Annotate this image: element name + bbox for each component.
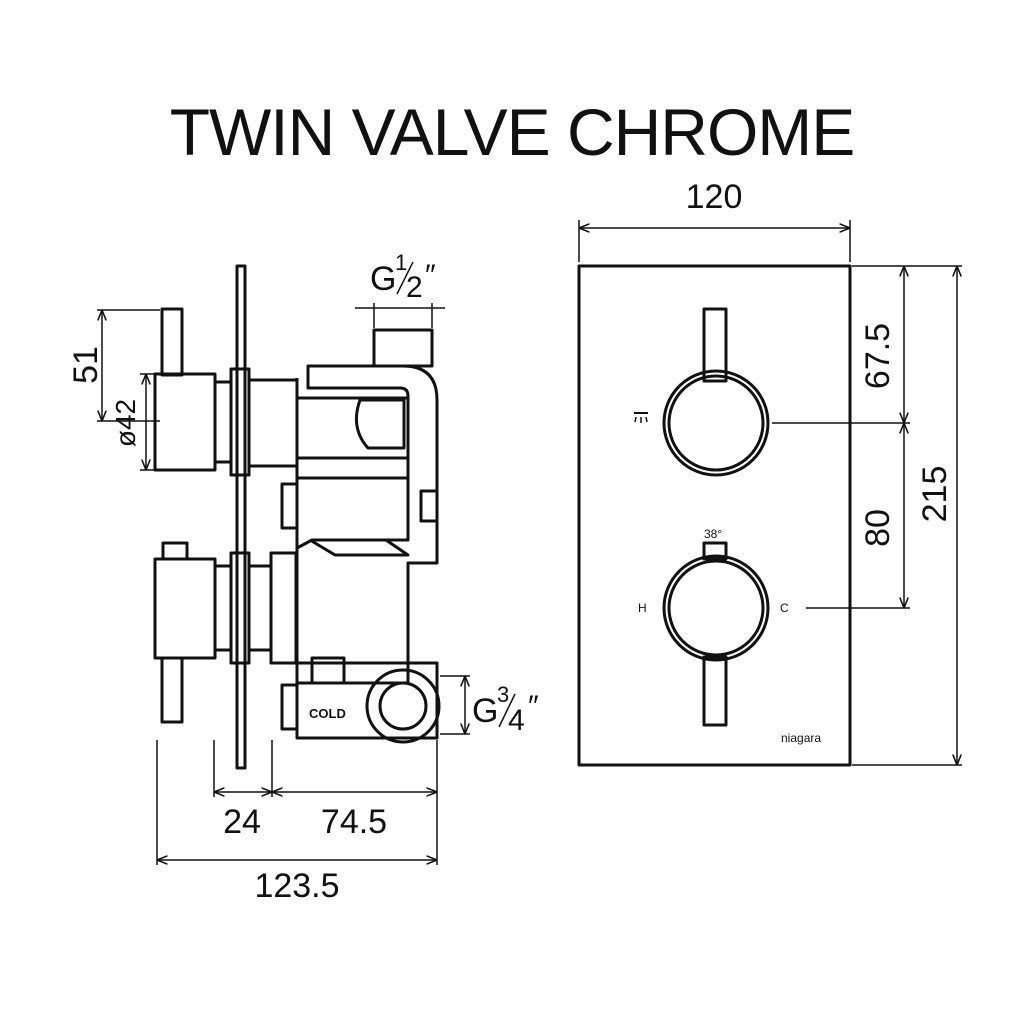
lower-dial-outer [662,554,770,662]
dim-diameter-42: ø42 [110,399,141,447]
upper-handle-lever [160,307,184,377]
upper-lever [702,307,728,383]
svg-text:1: 1 [395,250,407,275]
front-dimensions: 120 67.5 80 215 [578,178,962,766]
lower-handle-lever [160,656,184,724]
svg-text:G: G [472,692,498,730]
svg-text:G: G [370,260,396,298]
dim-215: 215 [916,466,954,523]
dim-120: 120 [686,178,743,216]
dim-80: 80 [859,509,897,547]
upper-knob [153,372,217,472]
svg-text:4: 4 [508,704,525,737]
upper-dial-outer [662,369,770,477]
front-view: 38° H C niagara [577,264,852,767]
svg-text:″: ″ [528,690,539,723]
inlet-ring-inner [378,681,428,731]
cold-label: COLD [309,706,346,721]
dim-67-5: 67.5 [859,323,897,389]
dim-51: 51 [67,346,105,384]
lower-lever-stub [702,541,728,561]
dim-thread-three-quarter: G 3 4 ″ [472,682,539,737]
lower-knob [153,557,217,660]
svg-text:3: 3 [497,682,509,707]
lower-lever [702,655,728,727]
dim-74-5: 74.5 [321,803,387,841]
dim-123-5: 123.5 [254,867,339,905]
page-title: TWIN VALVE CHROME [169,95,856,169]
cold-short-label: C [780,601,789,615]
side-dimensions: 51 ø42 G 1 2 ″ G 3 4 ″ [67,250,539,905]
inlet-ring-outer [365,668,441,744]
lower-dial-inner [667,559,765,657]
upper-dial-inner [667,374,765,472]
brand-logo: niagara [781,731,821,745]
lower-knob-cap [161,541,189,561]
svg-text:2: 2 [406,271,423,304]
dim-24: 24 [223,803,261,841]
wall-plate [235,264,247,770]
svg-text:″: ″ [425,259,436,292]
side-view: COLD [153,264,441,770]
hot-label: H [638,601,647,615]
dim-thread-half: G 1 2 ″ [370,250,436,304]
shower-icon [634,412,648,423]
outlet-pipe [372,328,434,368]
temp-label: 38° [704,527,722,541]
front-plate [577,264,852,767]
